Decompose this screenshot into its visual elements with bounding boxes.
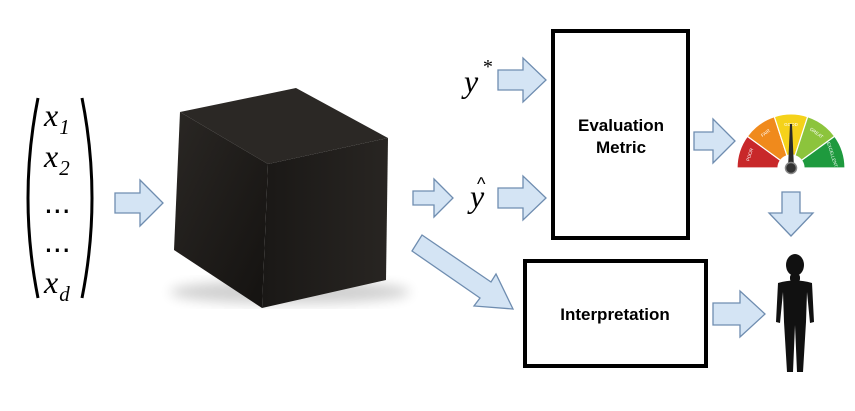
evaluation-label-line2: Metric xyxy=(596,138,646,157)
gauge-icon: POORFAIRGOODGREATEXCELLENT xyxy=(736,113,846,175)
left-paren xyxy=(26,97,40,299)
prediction-arrow xyxy=(497,174,547,222)
evaluation-to-gauge-arrow xyxy=(693,117,736,165)
gauge-segment-label: FAIR xyxy=(760,128,772,138)
gauge-segment xyxy=(800,135,846,169)
ground-truth-arrow xyxy=(497,56,547,104)
vector-entry: ... xyxy=(44,184,71,220)
gauge-needle xyxy=(788,124,794,168)
black-box-cube xyxy=(170,88,410,308)
interpretation-box: Interpretation xyxy=(523,259,708,368)
right-paren xyxy=(80,97,94,299)
interpretation-to-person-arrow xyxy=(712,289,766,339)
prediction-base: y xyxy=(467,178,485,214)
vector-entry-subscript: 2 xyxy=(59,156,70,180)
gauge-segment-label: POOR xyxy=(745,147,754,162)
ground-truth-label: y * xyxy=(461,56,492,99)
output-arrow xyxy=(412,177,454,219)
interpretation-arrow xyxy=(411,234,515,310)
cube-front-face xyxy=(174,112,268,308)
ground-truth-sup: * xyxy=(482,56,492,78)
gauge-hub xyxy=(784,161,798,175)
interpretation-label: Interpretation xyxy=(560,305,670,324)
evaluation-label-line1: Evaluation xyxy=(578,116,664,135)
vector-entry-subscript: d xyxy=(59,282,70,306)
vector-entry-subscript: 1 xyxy=(59,115,70,139)
vector-entry: ... xyxy=(44,223,71,259)
vector-entry: xd xyxy=(43,264,70,306)
cube-top-face xyxy=(180,88,388,164)
person-icon xyxy=(776,254,814,372)
vector-entry: x2 xyxy=(43,138,70,180)
cube-side-face xyxy=(262,138,388,308)
evaluation-metric-box: Evaluation Metric xyxy=(551,29,690,240)
gauge-to-person-arrow xyxy=(767,191,815,237)
ground-truth-base: y xyxy=(461,63,479,99)
input-arrow xyxy=(114,178,164,228)
prediction-label: y ^ xyxy=(467,174,486,214)
prediction-accent: ^ xyxy=(477,174,486,194)
vector-entry: x1 xyxy=(43,97,70,139)
